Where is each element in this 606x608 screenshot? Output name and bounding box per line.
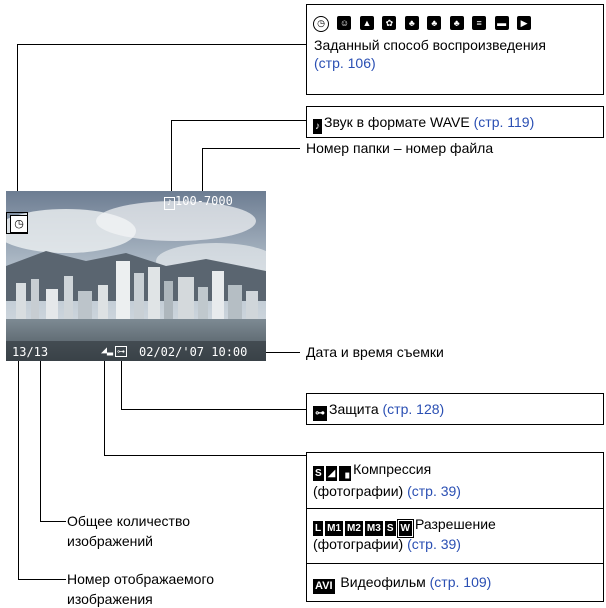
playback-icons-row: ◷ ☺ ▲ ✿ ♣ ♣ ♣ ≡ ▬ ▶ xyxy=(313,11,535,32)
leader-line xyxy=(121,361,122,409)
leader-line xyxy=(17,44,307,45)
resolution-m3-icon: M3 xyxy=(364,521,383,536)
total-images-line1: Общее количество xyxy=(67,513,191,529)
compression-indicator: ◢▂ xyxy=(101,345,114,356)
folder-icon: ▬ xyxy=(494,16,509,30)
current-image-label: Номер отображаемого изображения xyxy=(67,571,214,608)
flower-icon: ✿ xyxy=(382,16,397,30)
folder-file-label: Номер папки – номер файла xyxy=(306,140,494,156)
compression-row: S◢▗Компрессия xyxy=(313,461,431,481)
list-icon: ≡ xyxy=(472,16,487,30)
leader-line xyxy=(171,120,306,121)
sound-indicator: ♪100-7000 xyxy=(164,194,233,210)
portrait-icon: ☺ xyxy=(337,16,352,30)
image-counter: 13/13 xyxy=(12,345,49,359)
resolution-m1-icon: M1 xyxy=(325,521,344,536)
clock-icon-frame xyxy=(6,212,28,234)
leader-line xyxy=(17,44,18,210)
file-number: 100-7000 xyxy=(175,194,233,208)
fine-icon: ◢ xyxy=(325,466,338,481)
current-image-line1: Номер отображаемого xyxy=(67,571,215,587)
leader-line xyxy=(104,361,105,455)
movie-link[interactable]: (стр. 109) xyxy=(429,574,492,590)
scene-icon-1: ♣ xyxy=(404,16,419,30)
leader-line xyxy=(171,120,172,194)
sound-link[interactable]: (стр. 119) xyxy=(473,114,535,130)
leader-line xyxy=(18,361,19,579)
resolution-sub: (фотографии) xyxy=(313,536,404,552)
total-images-label: Общее количество изображений xyxy=(67,513,190,550)
clock-icon: ◷ xyxy=(313,16,329,32)
resolution-w-icon: W xyxy=(396,519,414,538)
datetime-label: Дата и время съемки xyxy=(306,344,444,360)
landscape-icon: ▲ xyxy=(359,16,374,30)
movie-text: Видеофильм xyxy=(340,574,426,590)
scene-icon-2: ♣ xyxy=(427,16,442,30)
playback-method-link[interactable]: (стр. 106) xyxy=(314,55,376,71)
compression-sub: (фотографии) xyxy=(313,483,404,499)
leader-line xyxy=(202,148,300,149)
compression-text: Компрессия xyxy=(353,461,432,477)
resolution-link[interactable]: (стр. 39) xyxy=(407,536,461,552)
total-images-line2: изображений xyxy=(67,533,153,549)
avi-icon: AVI xyxy=(313,579,335,594)
resolution-s-icon: S xyxy=(384,521,396,536)
leader-line xyxy=(40,521,66,522)
camera-screen: ◷ ♪100-7000 13/13 ◢▂ ⊶ 02/02/'07 10:00 xyxy=(6,191,266,361)
resolution-line2: (фотографии) (стр. 39) xyxy=(313,536,461,553)
protect-row: ⊶Защита (стр. 128) xyxy=(313,401,444,421)
city-photo xyxy=(6,191,266,361)
key-icon: ⊶ xyxy=(313,406,327,421)
sound-row: ♪Звук в формате WAVE (стр. 119) xyxy=(313,114,534,134)
resolution-text: Разрешение xyxy=(414,516,496,532)
normal-icon: ▗ xyxy=(339,466,352,481)
compression-link[interactable]: (стр. 39) xyxy=(407,483,461,499)
compression-section: S◢▗Компрессия (фотографии) (стр. 39) xyxy=(307,453,603,509)
protect-indicator: ⊶ xyxy=(115,346,127,357)
leader-line xyxy=(202,148,203,194)
movie-row: AVI Видеофильм (стр. 109) xyxy=(313,574,491,594)
datetime-display: 02/02/'07 10:00 xyxy=(139,345,248,359)
resolution-l-icon: L xyxy=(313,521,324,536)
resolution-m2-icon: M2 xyxy=(345,521,363,536)
protect-text: Защита xyxy=(329,401,379,417)
superfine-icon: S xyxy=(313,466,324,481)
protect-link[interactable]: (стр. 128) xyxy=(382,401,445,417)
sound-box: ♪Звук в формате WAVE (стр. 119) xyxy=(306,106,604,138)
movie-icon: ▶ xyxy=(517,16,532,30)
leader-line xyxy=(266,352,300,353)
protect-box: ⊶Защита (стр. 128) xyxy=(306,393,604,425)
leader-line xyxy=(121,409,306,410)
leader-line xyxy=(104,455,306,456)
current-image-line2: изображения xyxy=(67,591,153,607)
leader-line xyxy=(18,579,66,580)
scene-icon-3: ♣ xyxy=(449,16,464,30)
playback-method-box: ◷ ☺ ▲ ✿ ♣ ♣ ♣ ≡ ▬ ▶ Заданный способ восп… xyxy=(306,4,604,95)
sound-text: Звук в формате WAVE xyxy=(324,114,470,130)
leader-line xyxy=(40,361,41,521)
compression-line2: (фотографии) (стр. 39) xyxy=(313,483,461,500)
playback-method-text: Заданный способ воспроизведения xyxy=(314,37,546,53)
sound-icon: ♪ xyxy=(313,119,322,134)
